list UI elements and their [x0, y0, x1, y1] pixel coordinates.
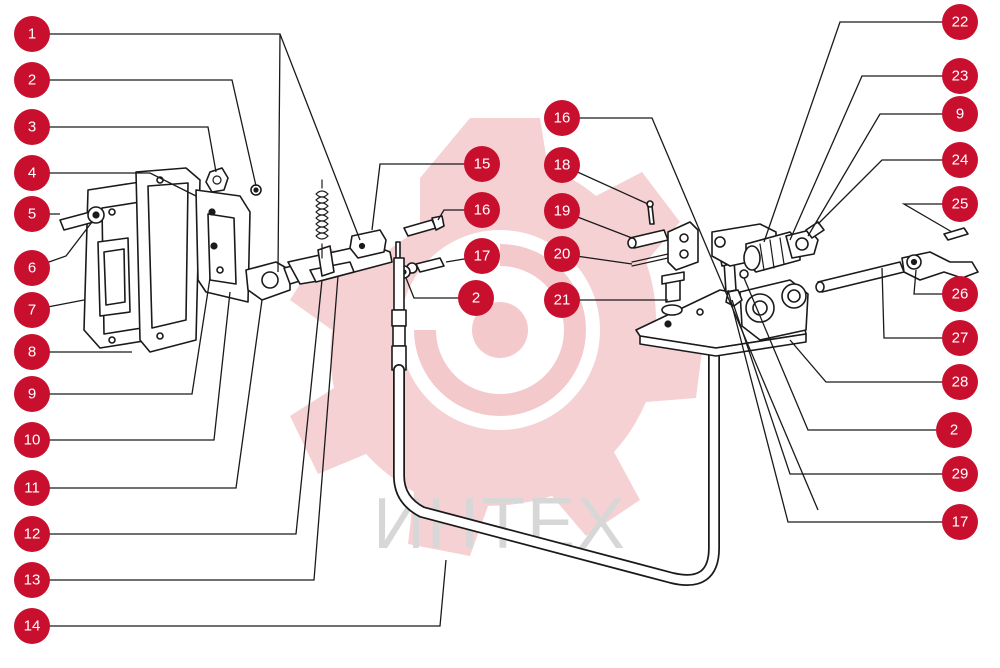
svg-text:13: 13: [24, 572, 41, 589]
svg-text:2: 2: [472, 290, 480, 307]
svg-text:25: 25: [952, 196, 969, 213]
svg-text:26: 26: [952, 286, 969, 303]
callout-17-left: 17: [464, 238, 500, 274]
svg-text:29: 29: [952, 466, 969, 483]
svg-text:22: 22: [952, 14, 969, 31]
bolt-5: [59, 206, 105, 231]
svg-text:23: 23: [952, 68, 969, 85]
svg-text:27: 27: [952, 330, 969, 347]
nut-3: [205, 167, 229, 193]
svg-text:28: 28: [952, 374, 969, 391]
svg-text:2: 2: [28, 72, 36, 89]
callout-29: 29: [942, 456, 978, 492]
svg-text:1: 1: [28, 26, 36, 43]
svg-text:17: 17: [952, 514, 969, 531]
cylinder-22: [743, 231, 801, 273]
callout-2-right: 2: [936, 412, 972, 448]
svg-text:12: 12: [24, 526, 41, 543]
svg-text:5: 5: [28, 206, 36, 223]
svg-text:6: 6: [28, 260, 36, 277]
bearing-block: [739, 279, 809, 341]
svg-text:16: 16: [474, 202, 491, 219]
callout-14: 14: [14, 608, 50, 644]
lever-26: [901, 251, 979, 281]
callout-9-right: 9: [942, 96, 978, 132]
cotter-20: [631, 253, 669, 267]
callout-2-cable: 2: [458, 280, 494, 316]
bolt-21: [661, 271, 685, 316]
svg-text:9: 9: [956, 106, 964, 123]
callout-20: 20: [544, 236, 580, 272]
callout-16-right: 16: [544, 100, 580, 136]
return-spring: [315, 179, 329, 259]
svg-text:14: 14: [24, 618, 41, 635]
callout-18: 18: [544, 147, 580, 183]
fitting-23: [785, 229, 819, 259]
svg-text:4: 4: [28, 165, 36, 182]
callout-5: 5: [14, 196, 50, 232]
svg-text:3: 3: [28, 119, 36, 136]
hinge-bracket: [667, 221, 699, 271]
svg-text:20: 20: [554, 246, 571, 263]
callout-10: 10: [14, 422, 50, 458]
callout-2-top: 2: [14, 62, 50, 98]
callout-26: 26: [942, 276, 978, 312]
handle-housing: [83, 181, 153, 349]
callout-17-right: 17: [942, 504, 978, 540]
callout-12: 12: [14, 516, 50, 552]
callout-25: 25: [942, 186, 978, 222]
callout-3: 3: [14, 109, 50, 145]
svg-text:2: 2: [950, 422, 958, 439]
svg-text:19: 19: [554, 203, 571, 220]
callout-9-left: 9: [14, 376, 50, 412]
callout-8: 8: [14, 334, 50, 370]
pin-18: [646, 200, 655, 225]
svg-text:9: 9: [28, 386, 36, 403]
callout-15: 15: [464, 146, 500, 182]
watermark-gear-hole: [400, 230, 600, 430]
callout-19: 19: [544, 193, 580, 229]
callout-1: 1: [14, 16, 50, 52]
svg-text:21: 21: [554, 292, 571, 309]
mounting-plate: [135, 167, 201, 353]
callout-16-left: 16: [464, 192, 500, 228]
bowden-cable: [391, 241, 720, 586]
rod-27: [815, 261, 905, 293]
svg-text:8: 8: [28, 344, 36, 361]
leader-lines: [31, 21, 960, 627]
svg-text:17: 17: [474, 248, 491, 265]
callout-27: 27: [942, 320, 978, 356]
screw-16-left: [403, 215, 445, 237]
gasket-frame: [195, 189, 251, 303]
svg-text:10: 10: [24, 432, 41, 449]
callout-11: 11: [14, 470, 50, 506]
svg-text:15: 15: [474, 156, 491, 173]
svg-text:24: 24: [952, 152, 969, 169]
callout-7: 7: [14, 292, 50, 328]
callout-6: 6: [14, 250, 50, 286]
pin-25: [943, 227, 969, 241]
washer-nut-2: [250, 184, 262, 196]
callout-24: 24: [942, 142, 978, 178]
callout-23: 23: [942, 58, 978, 94]
callout-22: 22: [942, 4, 978, 40]
svg-text:11: 11: [24, 480, 40, 497]
washer-2-mid: [739, 269, 749, 279]
svg-text:18: 18: [554, 157, 571, 174]
svg-text:16: 16: [554, 110, 571, 127]
svg-text:7: 7: [28, 302, 36, 319]
callout-4: 4: [14, 155, 50, 191]
callout-13: 13: [14, 562, 50, 598]
callout-21: 21: [544, 282, 580, 318]
small-screws: [208, 208, 224, 274]
callout-28: 28: [942, 364, 978, 400]
